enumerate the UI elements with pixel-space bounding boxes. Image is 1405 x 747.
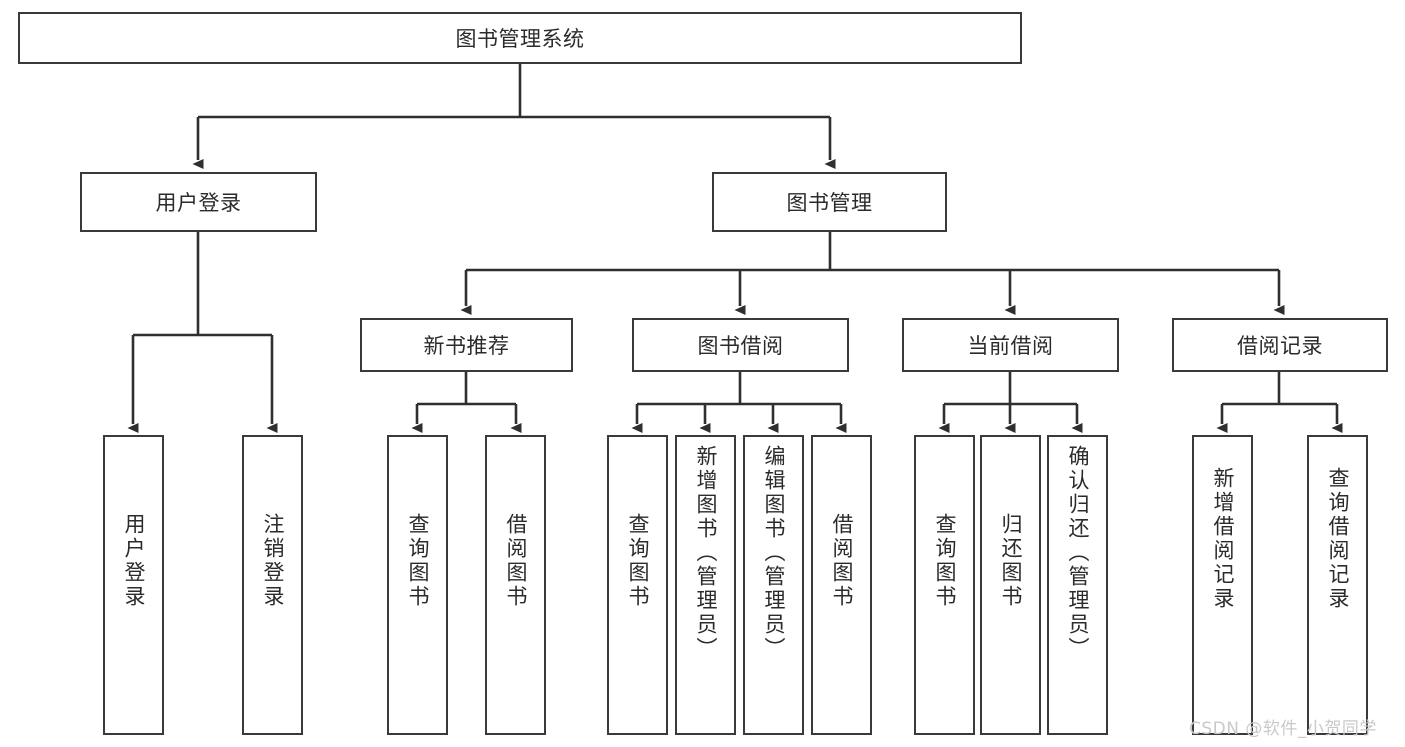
node-user-login[interactable]: 用户登录 <box>80 172 317 232</box>
leaf-label: 注销登录 <box>261 513 285 609</box>
node-book-management[interactable]: 图书管理 <box>712 172 947 232</box>
leaf-label: 编辑图书（管理员） <box>762 445 786 661</box>
leaf-book-borrow-query-books[interactable]: 查询图书 <box>607 435 668 735</box>
node-book-borrow[interactable]: 图书借阅 <box>632 318 849 372</box>
leaf-label: 借阅图书 <box>830 513 854 609</box>
leaf-borrow-record-query-record[interactable]: 查询借阅记录 <box>1307 435 1368 735</box>
leaf-borrow-record-add-record[interactable]: 新增借阅记录 <box>1192 435 1253 735</box>
leaf-current-borrow-confirm-return-admin[interactable]: 确认归还（管理员） <box>1047 435 1108 735</box>
leaf-label: 新增图书（管理员） <box>694 445 718 661</box>
leaf-book-borrow-borrow-books[interactable]: 借阅图书 <box>811 435 872 735</box>
node-borrow-record-label: 借阅记录 <box>1237 334 1323 358</box>
leaf-label: 借阅图书 <box>504 513 528 609</box>
csdn-watermark: CSDN @软件_小贺同学 <box>1189 719 1377 739</box>
leaf-label: 查询图书 <box>406 513 430 609</box>
leaf-user-login-logout[interactable]: 注销登录 <box>242 435 303 735</box>
leaf-new-book-query-books[interactable]: 查询图书 <box>387 435 448 735</box>
node-borrow-record[interactable]: 借阅记录 <box>1172 318 1388 372</box>
leaf-book-borrow-edit-book-admin[interactable]: 编辑图书（管理员） <box>743 435 804 735</box>
leaf-new-book-borrow-books[interactable]: 借阅图书 <box>485 435 546 735</box>
node-user-login-label: 用户登录 <box>155 191 242 215</box>
leaf-current-borrow-return-books[interactable]: 归还图书 <box>980 435 1041 735</box>
leaf-label: 查询借阅记录 <box>1326 467 1350 611</box>
node-book-borrow-label: 图书借阅 <box>697 334 784 358</box>
node-book-management-label: 图书管理 <box>786 191 873 215</box>
leaf-user-login-login[interactable]: 用户登录 <box>103 435 164 735</box>
node-new-book-recommend[interactable]: 新书推荐 <box>360 318 573 372</box>
node-new-book-recommend-label: 新书推荐 <box>423 334 510 358</box>
leaf-label: 新增借阅记录 <box>1211 467 1235 611</box>
leaf-label: 确认归还（管理员） <box>1066 445 1090 661</box>
node-current-borrow[interactable]: 当前借阅 <box>902 318 1119 372</box>
node-root-label: 图书管理系统 <box>455 27 585 51</box>
leaf-label: 归还图书 <box>999 513 1023 609</box>
leaf-label: 查询图书 <box>626 513 650 609</box>
node-root-system[interactable]: 图书管理系统 <box>18 12 1022 64</box>
leaf-label: 查询图书 <box>933 513 957 609</box>
leaf-book-borrow-add-book-admin[interactable]: 新增图书（管理员） <box>675 435 736 735</box>
leaf-label: 用户登录 <box>122 513 146 609</box>
node-current-borrow-label: 当前借阅 <box>967 334 1054 358</box>
leaf-current-borrow-query-books[interactable]: 查询图书 <box>914 435 975 735</box>
